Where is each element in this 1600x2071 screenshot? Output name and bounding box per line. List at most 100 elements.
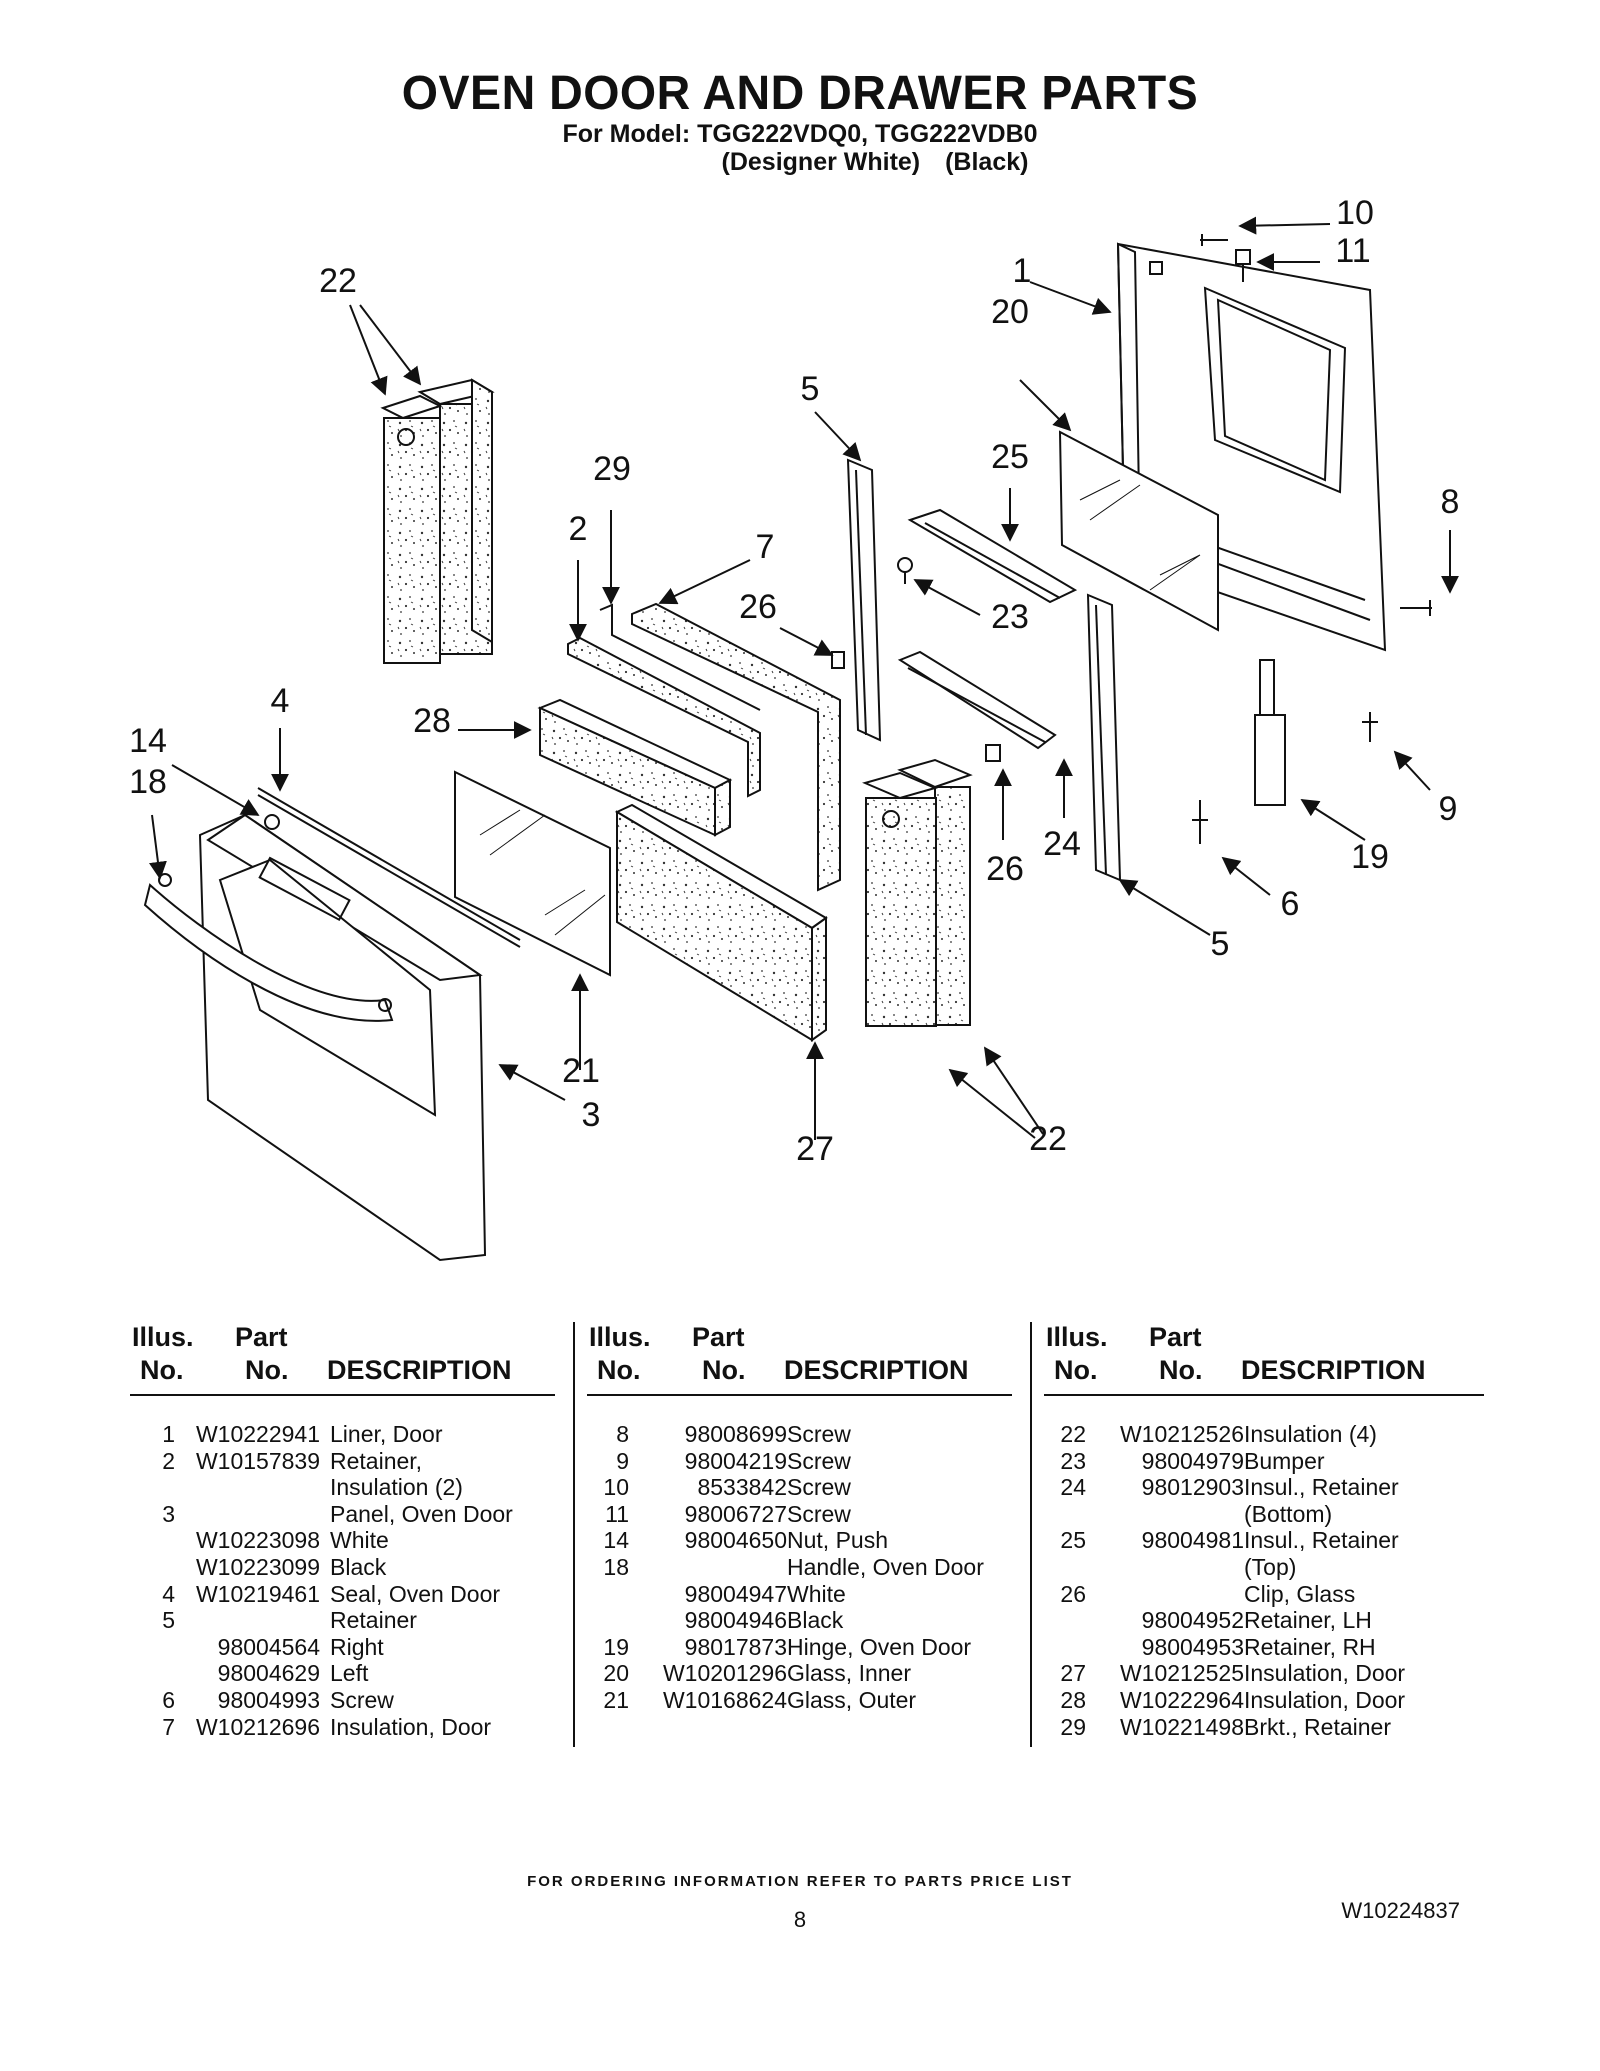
- callout-label: 23: [991, 598, 1029, 636]
- row-part-no: 98004953: [1141, 1633, 1244, 1660]
- callout-label: 1: [1013, 252, 1032, 290]
- row-illus-no: 5: [162, 1607, 175, 1634]
- header-part-no: No.: [1159, 1355, 1203, 1385]
- row-part-no: 98004946: [684, 1607, 787, 1634]
- row-description: Insulation, Door: [1244, 1660, 1406, 1687]
- page-title: OVEN DOOR AND DRAWER PARTS: [401, 67, 1199, 120]
- insulation-door-28: [537, 698, 733, 837]
- row-description: Insul., Retainer: [1244, 1527, 1399, 1554]
- row-description: Insulation (4): [1244, 1421, 1377, 1447]
- row-part-no: 98004952: [1141, 1607, 1244, 1634]
- insulation-door-27: [614, 803, 828, 1042]
- exploded-parts-diagram: 2211011205258292726234281418919242665213…: [129, 194, 1459, 1262]
- row-illus-no: 28: [1060, 1687, 1086, 1713]
- row-description: Retainer,: [330, 1447, 423, 1474]
- row-part-no: W10221498: [1119, 1713, 1244, 1740]
- row-part-no: 8533842: [697, 1474, 787, 1501]
- screw-9: [1362, 712, 1378, 742]
- row-description: Screw: [787, 1447, 851, 1474]
- row-description: Bumper: [1244, 1447, 1325, 1474]
- callout-label: 19: [1351, 838, 1389, 876]
- row-description: White: [787, 1580, 846, 1607]
- row-illus-no: 27: [1060, 1660, 1086, 1687]
- variant-line: (Designer White) (Black): [0, 148, 1600, 177]
- header-part-no: No.: [702, 1355, 746, 1385]
- callout-label: 10: [1336, 194, 1374, 232]
- column-divider-2: [1030, 1322, 1032, 1747]
- callout-label: 9: [1439, 790, 1458, 828]
- row-part-no: 98004629: [217, 1660, 320, 1687]
- row-description: Insulation, Door: [330, 1713, 492, 1740]
- row-illus-no: 14: [603, 1527, 629, 1554]
- row-description: Liner, Door: [330, 1421, 443, 1447]
- row-illus-no: 26: [1060, 1580, 1086, 1607]
- row-description: Right: [330, 1633, 384, 1660]
- page-number: 8: [793, 1907, 807, 1932]
- row-part-no: 98012903: [1141, 1474, 1244, 1501]
- row-description: Seal, Oven Door: [330, 1580, 501, 1607]
- row-part-no: 98008699: [684, 1421, 787, 1447]
- callout-label: 8: [1441, 483, 1460, 521]
- callout-label: 29: [593, 450, 631, 488]
- row-illus-no: 18: [603, 1554, 629, 1580]
- callout-arrows: [149, 216, 1459, 1140]
- row-description: Hinge, Oven Door: [787, 1633, 972, 1660]
- header-part: Part: [1149, 1322, 1202, 1352]
- callout-label: 6: [1281, 885, 1300, 923]
- row-description: Left: [330, 1660, 369, 1687]
- inner-glass: [1058, 430, 1219, 632]
- row-description: Screw: [787, 1474, 851, 1501]
- header-description: DESCRIPTION: [1241, 1355, 1426, 1385]
- row-part-no: 98004650: [684, 1527, 787, 1554]
- row-description: Insulation (2): [330, 1474, 463, 1501]
- row-part-no: W10223098: [195, 1527, 320, 1554]
- row-part-no: W10168624: [662, 1687, 787, 1713]
- callout-label: 5: [801, 370, 820, 408]
- column-divider-1: [573, 1322, 575, 1747]
- row-part-no: 98006727: [684, 1500, 787, 1527]
- insulation-block-22-bottom: [862, 758, 973, 1027]
- insulation-block-22-top: [380, 378, 495, 664]
- row-description: (Bottom): [1244, 1500, 1333, 1527]
- insul-retainer-top: [907, 508, 1078, 604]
- callout-label: 18: [129, 763, 167, 801]
- retainer-right: [846, 458, 882, 742]
- row-description: Screw: [787, 1500, 851, 1527]
- row-part-no: 98004947: [684, 1580, 787, 1607]
- row-description: Insulation, Door: [1244, 1687, 1406, 1713]
- screw-10: [1200, 234, 1228, 246]
- row-illus-no: 19: [603, 1633, 629, 1660]
- row-illus-no: 7: [162, 1713, 175, 1740]
- callout-label: 28: [413, 702, 451, 740]
- callout-label: 20: [991, 293, 1029, 331]
- row-part-no: W10212526: [1119, 1421, 1244, 1447]
- row-part-no: 98004993: [217, 1687, 320, 1713]
- row-description: Black: [787, 1607, 844, 1634]
- row-description: Screw: [330, 1687, 394, 1713]
- screw-6: [1192, 800, 1208, 844]
- glass-clip-lower: [985, 744, 1001, 762]
- row-description: Insul., Retainer: [1244, 1474, 1399, 1501]
- oven-door-panel: [198, 813, 487, 1262]
- row-illus-no: 23: [1060, 1447, 1086, 1474]
- row-description: Nut, Push: [787, 1527, 888, 1554]
- callout-label: 22: [319, 262, 357, 300]
- header-illus: Illus.: [589, 1322, 651, 1352]
- row-part-no: W10212696: [195, 1713, 320, 1740]
- callout-label: 24: [1043, 825, 1081, 863]
- oven-door-seal: [257, 787, 521, 948]
- callout-label: 5: [1211, 925, 1230, 963]
- model-line: For Model: TGG222VDQ0, TGG222VDB0: [562, 120, 1038, 148]
- header-part: Part: [692, 1322, 745, 1352]
- header-illus: Illus.: [132, 1322, 194, 1352]
- row-description: Black: [330, 1554, 387, 1580]
- callout-label: 7: [756, 528, 775, 566]
- row-description: Glass, Outer: [787, 1687, 917, 1713]
- row-description: Retainer, LH: [1244, 1607, 1372, 1634]
- ordering-note: FOR ORDERING INFORMATION REFER TO PARTS …: [527, 1873, 1073, 1890]
- insul-retainer-bottom: [897, 650, 1057, 750]
- row-description: Screw: [787, 1421, 851, 1447]
- row-description: Panel, Oven Door: [330, 1500, 513, 1527]
- row-illus-no: 3: [162, 1500, 175, 1527]
